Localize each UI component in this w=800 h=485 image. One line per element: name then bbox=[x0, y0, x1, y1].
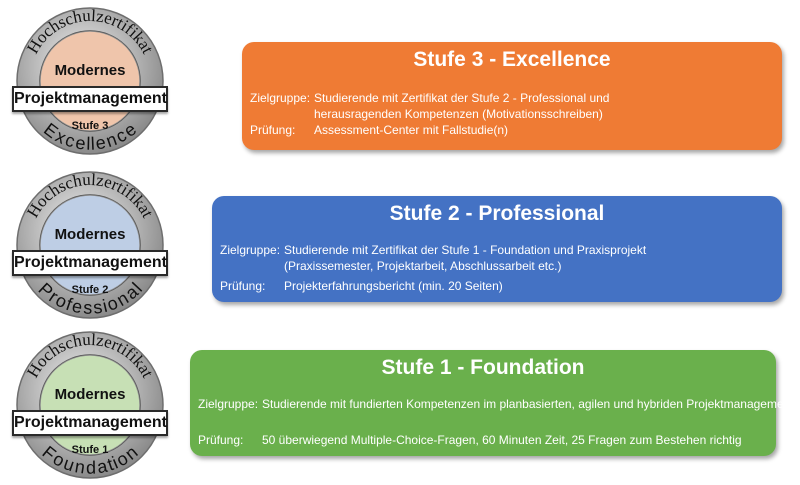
seal-line1: Modernes bbox=[54, 226, 126, 243]
card-stufe-1: Stufe 1 - Foundation Zielgruppe: Studier… bbox=[190, 350, 794, 456]
pruefung-text: Assessment-Center mit Fallstudie(n) bbox=[314, 123, 509, 137]
seal-line1: Modernes bbox=[54, 386, 126, 403]
seal-ring-graphic: Hochschulzertifikat Foundation bbox=[16, 330, 164, 479]
seal-ring-graphic: Hochschulzertifikat Excellence bbox=[16, 6, 164, 155]
seal-stufe-1: Hochschulzertifikat Foundation Modernes … bbox=[8, 330, 172, 480]
seal-ribbon: Projektmanagement bbox=[12, 250, 168, 276]
zielgruppe-label: Zielgruppe: bbox=[220, 243, 281, 257]
pruefung-text: Projekterfahrungsbericht (min. 20 Seiten… bbox=[284, 279, 503, 293]
zielgruppe-line-2: herausragenden Kompetenzen (Motivationss… bbox=[314, 107, 603, 121]
seal-stufe: Stufe 2 bbox=[71, 284, 109, 296]
seal-ribbon: Projektmanagement bbox=[12, 86, 168, 112]
seal-stufe: Stufe 1 bbox=[71, 444, 109, 456]
zielgruppe-label: Zielgruppe: bbox=[250, 91, 311, 105]
zielgruppe-line-1: Studierende mit Zertifikat der Stufe 1 -… bbox=[284, 243, 647, 257]
zielgruppe-line-2: (Praxissemester, Projektarbeit, Abschlus… bbox=[284, 259, 562, 273]
zielgruppe-line-1: Studierende mit Zertifikat der Stufe 2 -… bbox=[314, 91, 610, 105]
zielgruppe-line-1: Studierende mit fundierten Kompetenzen i… bbox=[262, 397, 794, 411]
seal-ring-graphic: Hochschulzertifikat Professional bbox=[16, 170, 164, 319]
pruefung-label: Prüfung: bbox=[220, 279, 266, 293]
card-title: Stufe 3 - Excellence bbox=[413, 48, 611, 71]
card-stufe-2: Stufe 2 - Professional Zielgruppe: Studi… bbox=[212, 196, 782, 302]
seal-ribbon: Projektmanagement bbox=[12, 410, 168, 436]
seal-stufe: Stufe 3 bbox=[71, 120, 109, 132]
seal-stufe-2: Hochschulzertifikat Professional Moderne… bbox=[8, 170, 172, 320]
pruefung-text: 50 überwiegend Multiple-Choice-Fragen, 6… bbox=[262, 433, 742, 447]
pruefung-label: Prüfung: bbox=[250, 123, 296, 137]
zielgruppe-label: Zielgruppe: bbox=[198, 397, 259, 411]
card-title: Stufe 1 - Foundation bbox=[381, 356, 585, 379]
seal-stufe-3: Hochschulzertifikat Excellence Modernes … bbox=[8, 6, 172, 156]
seal-line1: Modernes bbox=[54, 62, 126, 79]
card-stufe-3: Stufe 3 - Excellence Zielgruppe: Studier… bbox=[242, 42, 782, 150]
pruefung-label: Prüfung: bbox=[198, 433, 244, 447]
card-title: Stufe 2 - Professional bbox=[389, 202, 605, 225]
